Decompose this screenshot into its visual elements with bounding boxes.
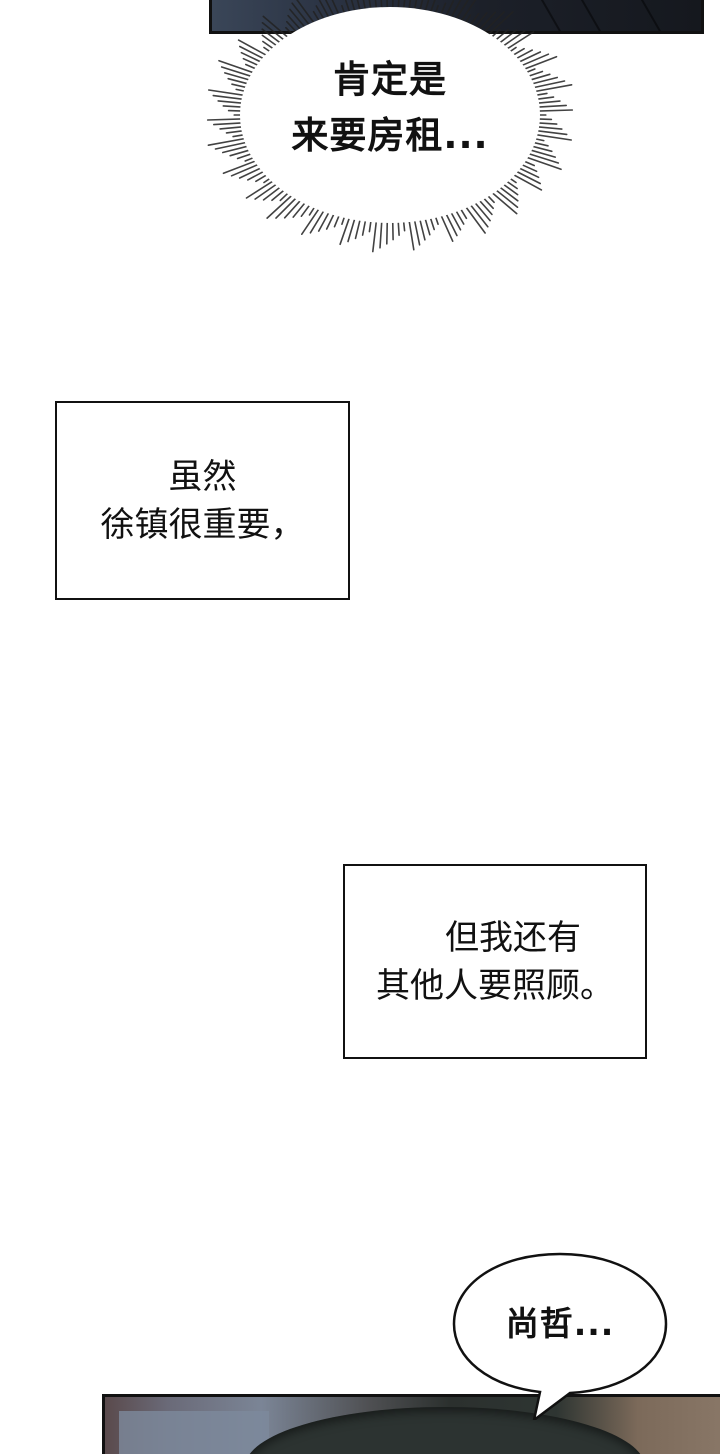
speech-bubble-shape-icon: [452, 1252, 668, 1420]
burst-line-2: 来要房租...: [291, 114, 489, 157]
narration-box-1: 虽然 徐镇很重要，: [55, 401, 350, 600]
background-window: [119, 1411, 269, 1454]
burst-text: 肯定是 来要房租...: [196, 52, 584, 164]
narration-2-line-1: 但我还有: [445, 917, 581, 958]
burst-line-1: 肯定是: [333, 58, 447, 101]
narration-box-2: 但我还有 其他人要照顾。: [343, 864, 647, 1059]
narration-1-line-2: 徐镇很重要，: [100, 504, 305, 545]
burst-thought-bubble: 肯定是 来要房租...: [196, 0, 584, 266]
narration-1-line-1: 虽然: [168, 456, 237, 497]
speech-text: 尚哲...: [505, 1304, 615, 1343]
burst-lines-icon: [206, 0, 574, 253]
narration-2-line-2: 其他人要照顾。: [376, 965, 614, 1006]
panel-detail-line: [637, 0, 669, 31]
speech-bubble: 尚哲...: [450, 1250, 670, 1420]
